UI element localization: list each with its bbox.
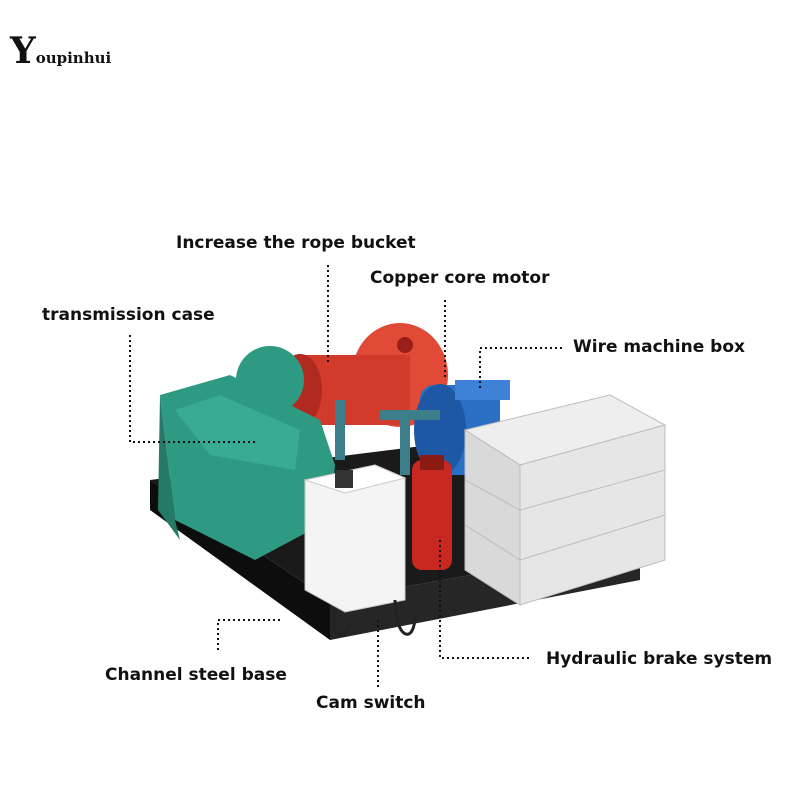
leader-wire-box	[479, 347, 562, 390]
leader-transmission	[129, 335, 255, 443]
label-copper-core-motor: Copper core motor	[370, 268, 550, 288]
brake-linkage	[335, 400, 440, 475]
cam-switch-box	[303, 464, 407, 613]
transmission-case	[158, 346, 335, 560]
label-transmission-case: transmission case	[42, 305, 215, 325]
cables	[332, 599, 417, 637]
brand-name: oupinhui	[35, 49, 112, 67]
label-rope-bucket: Increase the rope bucket	[176, 233, 416, 253]
leader-lines	[129, 265, 562, 688]
hydraulic-brake	[412, 455, 452, 570]
brand-initial: Y	[10, 30, 36, 72]
label-wire-machine-box: Wire machine box	[573, 337, 745, 357]
leader-base	[217, 619, 280, 650]
label-channel-steel-base: Channel steel base	[105, 665, 287, 685]
wire-machine-box	[463, 394, 667, 606]
label-cam-switch: Cam switch	[316, 693, 426, 713]
brand-logo: Youpinhui	[10, 30, 111, 72]
label-hydraulic-brake-system: Hydraulic brake system	[546, 649, 773, 669]
